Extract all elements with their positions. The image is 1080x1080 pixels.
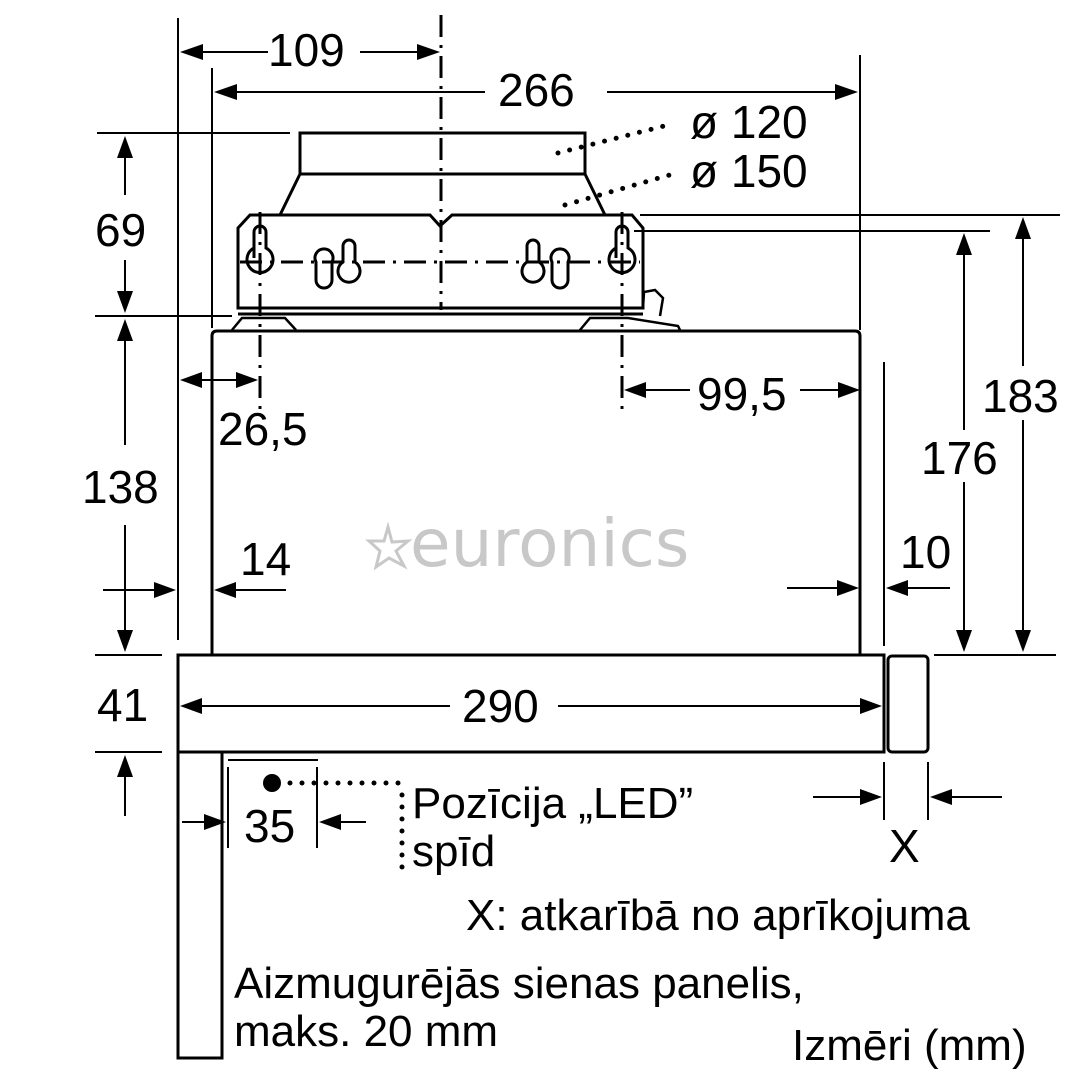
watermark-text: euronics: [410, 505, 689, 582]
led-note-line1: Pozīcija „LED”: [412, 779, 693, 828]
led-note-line2: spīd: [412, 827, 495, 876]
extension-lines: [95, 18, 1060, 753]
dim-266: 266: [498, 64, 575, 116]
diameter-120: ø 120: [690, 96, 808, 148]
dim-290: 290: [462, 680, 539, 732]
dim-41: 41: [97, 679, 148, 731]
mounting-bracket: [231, 213, 682, 331]
dim-x: X: [889, 820, 920, 872]
rear-wall-panel: [176, 750, 929, 1060]
dim-14: 14: [240, 533, 291, 585]
dim-138: 138: [82, 461, 159, 513]
diameter-leaders: [555, 121, 683, 208]
dim-10: 10: [900, 526, 951, 578]
panel-note-line2: maks. 20 mm: [234, 1007, 498, 1056]
led-marker: [263, 774, 405, 881]
star-icon: [365, 521, 413, 571]
hood-body: [176, 329, 930, 754]
dim-99-5: 99,5: [697, 368, 787, 420]
watermark-logo: euronics: [365, 505, 689, 582]
panel-note-line1: Aizmugurējās sienas panelis,: [234, 959, 804, 1008]
dimension-labels: 109 266 69 138 41 26,5 14 99,5 10 176 18…: [82, 24, 1059, 872]
dimension-lines: [103, 44, 1031, 830]
dim-109: 109: [268, 24, 345, 76]
dim-183: 183: [982, 370, 1059, 422]
dim-176: 176: [921, 432, 998, 484]
dim-35: 35: [244, 800, 295, 852]
dim-26-5: 26,5: [218, 403, 308, 455]
notes: Pozīcija „LED” spīd X: atkarībā no aprīk…: [234, 779, 1027, 1070]
dim-69: 69: [95, 204, 146, 256]
centerlines: [240, 15, 640, 410]
diameter-150: ø 150: [690, 145, 808, 197]
duct-connector: [278, 131, 607, 216]
units-label: Izmēri (mm): [792, 1021, 1027, 1070]
x-note: X: atkarībā no aprīkojuma: [466, 891, 970, 940]
